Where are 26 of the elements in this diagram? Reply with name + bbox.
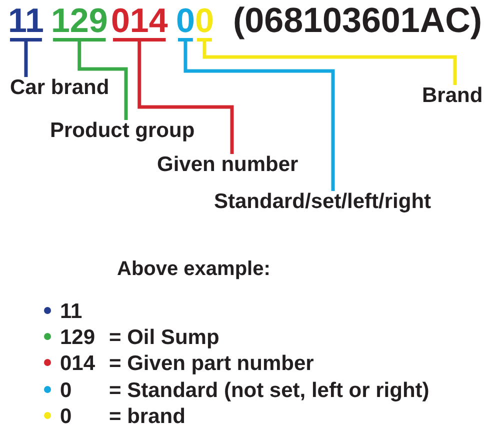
leader-line [111,38,234,156]
code-meaning: = Standard (not set, left or right) [109,380,430,401]
part-number-digits: 11 [8,4,44,38]
segment-label: Brand [422,85,483,106]
legend-code: 129 [60,327,96,348]
code-meaning: = Given part number [109,353,314,374]
segment-label: Standard/set/left/right [214,191,432,212]
leader-line [51,38,128,122]
legend-code: 11 [60,301,82,322]
leader-line [8,38,44,79]
legend-code: 0 [60,380,72,401]
legend-code: 0 [60,406,72,427]
section-heading: Above example: [117,259,270,279]
reference-number: (068103601AC) [233,3,482,38]
code-meaning: = Oil Sump [109,327,220,348]
part-number-digits: 0 [195,4,214,38]
segment-label: Given number [157,154,298,175]
legend-code: 014 [60,353,96,374]
code-meaning: = brand [109,406,186,427]
leader-line [195,38,457,87]
segment-label: Car brand [10,77,110,98]
leader-line [176,38,335,193]
segment-label: Product group [50,120,195,141]
part-number-digits: 129 [51,4,108,38]
part-number-digits: 014 [111,4,168,38]
part-number-digits: 0 [176,4,195,38]
